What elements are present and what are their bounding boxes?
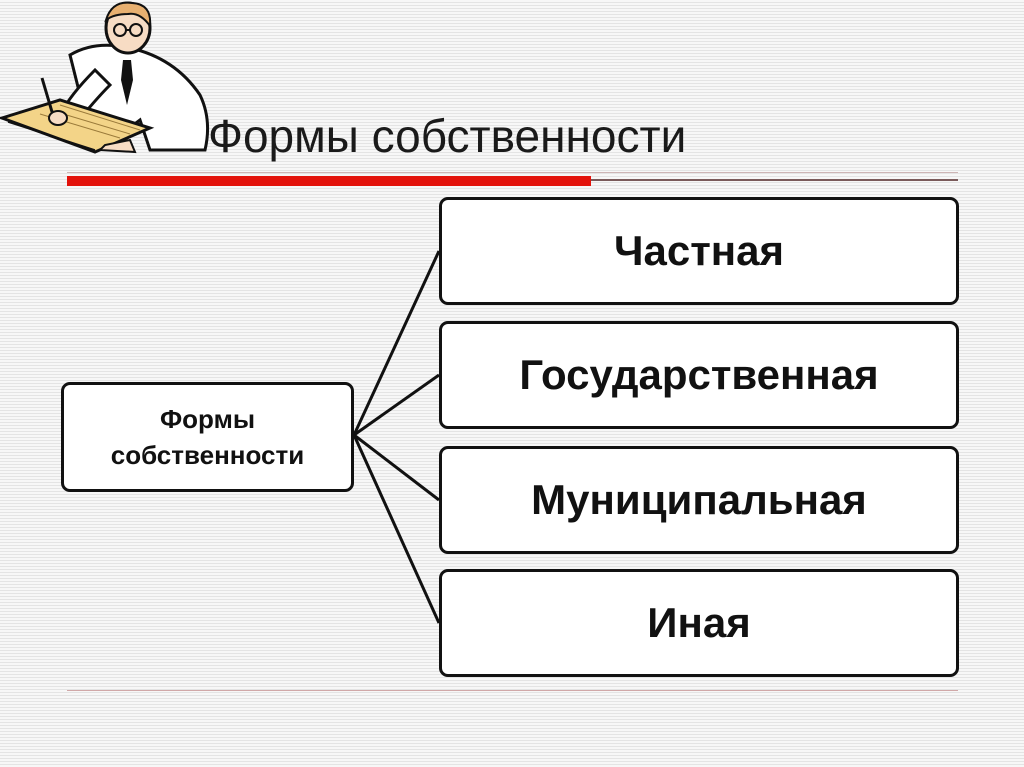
branch-node-label: Частная: [613, 227, 785, 274]
slide-title: Формы собственности: [208, 110, 687, 162]
root-node: Формы собственности: [61, 382, 354, 492]
branch-node-label: Муниципальная: [531, 476, 867, 523]
connector-line: [352, 434, 441, 624]
root-node-label: Формы собственности: [110, 404, 305, 470]
branch-node-state: Государственная: [439, 321, 959, 429]
scholar-writing-clipart-icon: [0, 1, 210, 154]
connector-line: [353, 433, 440, 502]
title-underline-accent: [67, 176, 591, 186]
branch-node-label: Иная: [647, 599, 751, 646]
connector-line: [353, 373, 440, 437]
branch-node-private: Частная: [439, 197, 959, 305]
branch-node-label: Государственная: [519, 351, 879, 398]
connector-line: [352, 250, 441, 436]
branch-node-other: Иная: [439, 569, 959, 677]
title-underline-dark: [591, 179, 958, 181]
branch-node-municipal: Муниципальная: [439, 446, 959, 554]
footer-divider: [67, 690, 958, 691]
title-underline-thin: [67, 172, 958, 173]
